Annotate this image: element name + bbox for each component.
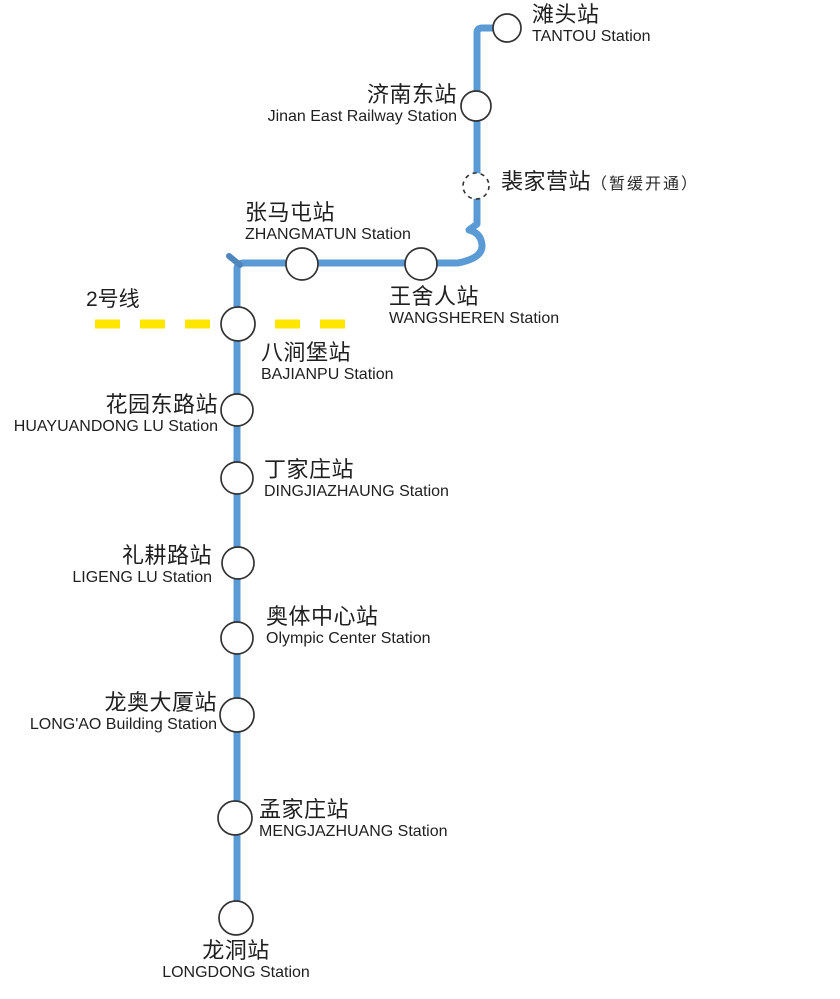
station-marker-huayuandonglu [220, 393, 254, 427]
station-marker-ligenglu [221, 546, 255, 580]
station-name-zh: 礼耕路站 [121, 543, 212, 568]
station-label-huayuandonglu: 花园东路站 HUAYUANDONG LU Station [14, 392, 218, 436]
station-label-tantou: 滩头站 TANTOU Station [532, 2, 651, 46]
station-name-en: LONGDONG Station [162, 964, 310, 981]
station-name-zh: 孟家庄站 [259, 797, 350, 822]
station-marker-mengjiazhuang [217, 800, 253, 836]
station-name-en: LIGENG LU Station [72, 569, 212, 586]
station-label-bajianpu: 八涧堡站 BAJIANPU Station [261, 340, 394, 384]
station-marker-jinan-east [460, 90, 492, 122]
station-name-zh: 八涧堡站 [261, 340, 352, 365]
station-label-jinan-east: 济南东站 Jinan East Railway Station [268, 82, 457, 126]
station-label-dingjiazhuang: 丁家庄站 DINGJIAZHAUNG Station [264, 457, 449, 501]
station-name-en: Jinan East Railway Station [267, 108, 457, 125]
station-marker-longao [219, 697, 255, 733]
station-name-zh: 裴家营站 [501, 169, 592, 194]
station-label-peijiaying: 裴家营站 （暂缓开通） [501, 169, 699, 195]
station-label-wangsheren: 王舍人站 WANGSHEREN Station [389, 284, 559, 328]
station-name-en: ZHANGMATUN Station [245, 226, 411, 243]
station-marker-tantou [492, 13, 522, 43]
station-name-zh: 王舍人站 [389, 284, 480, 309]
station-label-longdong: 龙洞站 LONGDONG Station [136, 938, 336, 982]
station-name-en: Olympic Center Station [266, 630, 431, 647]
station-label-zhangmatun: 张马屯站 ZHANGMATUN Station [245, 200, 411, 244]
station-name-en: HUAYUANDONG LU Station [13, 418, 218, 435]
line2-label: 2号线 [86, 288, 140, 311]
station-label-olympic-center: 奥体中心站 Olympic Center Station [266, 604, 431, 648]
station-name-en: MENGJAZHUANG Station [259, 823, 448, 840]
station-name-zh: 龙奥大厦站 [104, 690, 217, 715]
station-name-zh: 花园东路站 [105, 392, 218, 417]
station-label-mengjiazhuang: 孟家庄站 MENGJAZHUANG Station [259, 797, 447, 841]
station-marker-olympic-center [220, 621, 254, 655]
station-label-longao: 龙奥大厦站 LONG'AO Building Station [30, 690, 217, 734]
station-marker-wangsheren [404, 247, 438, 281]
station-marker-longdong [218, 900, 254, 936]
station-name-zh: 济南东站 [366, 82, 457, 107]
station-label-ligenglu: 礼耕路站 LIGENG LU Station [72, 543, 212, 587]
station-name-zh: 滩头站 [532, 2, 600, 27]
station-status-note: （暂缓开通） [591, 174, 700, 193]
station-marker-peijiaying [462, 172, 490, 200]
station-marker-bajianpu [220, 306, 256, 342]
station-name-zh: 丁家庄站 [264, 457, 355, 482]
station-name-en: TANTOU Station [532, 28, 651, 45]
station-name-en: LONG'AO Building Station [29, 716, 217, 733]
line-corner-nub [226, 253, 243, 268]
station-name-zh: 奥体中心站 [266, 604, 379, 629]
station-name-zh: 张马屯站 [245, 200, 336, 225]
station-name-en: BAJIANPU Station [261, 366, 394, 383]
station-name-en: DINGJIAZHAUNG Station [264, 483, 449, 500]
station-name-en: WANGSHEREN Station [389, 310, 560, 327]
station-marker-dingjiazhuang [220, 461, 254, 495]
station-name-zh: 龙洞站 [202, 938, 270, 963]
station-marker-zhangmatun [285, 247, 319, 281]
